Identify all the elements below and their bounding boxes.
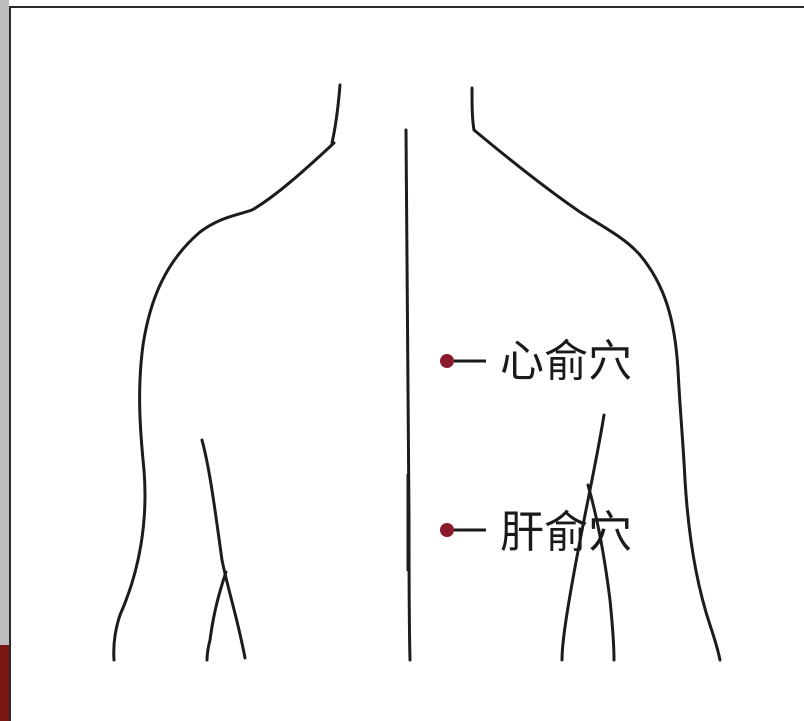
right-arm-fold-line xyxy=(586,483,616,662)
left-edge-accent xyxy=(0,645,9,721)
right-shoulder-outline xyxy=(472,128,722,662)
ganshu-label: 肝俞穴 xyxy=(500,507,632,558)
left-shoulder-outline xyxy=(112,141,336,662)
left-arm-inner-line xyxy=(200,438,247,660)
top-border-line xyxy=(9,6,804,8)
left-edge-strip xyxy=(0,0,9,721)
xinshu-label: 心俞穴 xyxy=(500,336,632,387)
neck-left-line xyxy=(330,83,342,145)
xinshu-point-marker xyxy=(440,354,454,368)
spine-line xyxy=(404,128,412,662)
left-border-line xyxy=(9,6,11,721)
left-arm-fold-line xyxy=(205,570,228,662)
ganshu-point-marker xyxy=(440,523,454,537)
neck-right-line xyxy=(470,86,476,132)
right-arm-inner-line xyxy=(560,413,606,662)
